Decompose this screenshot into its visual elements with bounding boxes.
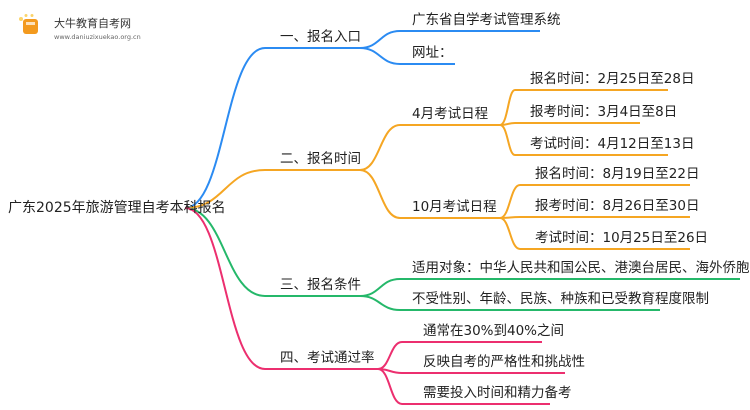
branch2-lines: [184, 89, 690, 250]
entry-system: 广东省自学考试管理系统: [412, 12, 561, 28]
root-node: 广东2025年旅游管理自考本科报名: [8, 200, 226, 216]
branch3-lines: [184, 207, 740, 311]
october-exam: 考试时间：10月25日至26日: [535, 230, 709, 246]
condition-eligible: 适用对象：中华人民共和国公民、港澳台居民、海外侨胞及外籍人士: [412, 260, 750, 276]
watermark-title: 大牛教育自考网: [54, 17, 131, 30]
pass-rate-strictness: 反映自考的严格性和挑战性: [423, 354, 585, 370]
pass-rate-preparation: 需要投入时间和精力备考: [423, 385, 572, 401]
branch-conditions: 三、报名条件: [280, 277, 361, 293]
october-schedule: 10月考试日程: [412, 199, 497, 215]
october-apply: 报考时间：8月26日至30日: [535, 198, 700, 214]
branch1-lines: [184, 30, 540, 209]
april-apply: 报考时间：3月4日至8日: [530, 104, 678, 120]
april-exam: 考试时间：4月12日至13日: [530, 136, 695, 152]
branch-time: 二、报名时间: [280, 151, 361, 167]
logo-icon: [18, 14, 42, 36]
entry-url: 网址：: [412, 45, 453, 61]
watermark-url: www.daniuzixuekao.org.cn: [54, 33, 141, 41]
branch4-lines: [184, 207, 565, 405]
condition-unrestricted: 不受性别、年龄、民族、种族和已受教育程度限制: [412, 291, 709, 307]
branch-pass-rate: 四、考试通过率: [280, 350, 375, 366]
april-schedule: 4月考试日程: [412, 106, 489, 122]
pass-rate-range: 通常在30%到40%之间: [423, 323, 565, 339]
branch-entry: 一、报名入口: [280, 29, 361, 45]
october-register: 报名时间：8月19日至22日: [535, 166, 700, 182]
april-register: 报名时间：2月25日至28日: [530, 71, 695, 87]
